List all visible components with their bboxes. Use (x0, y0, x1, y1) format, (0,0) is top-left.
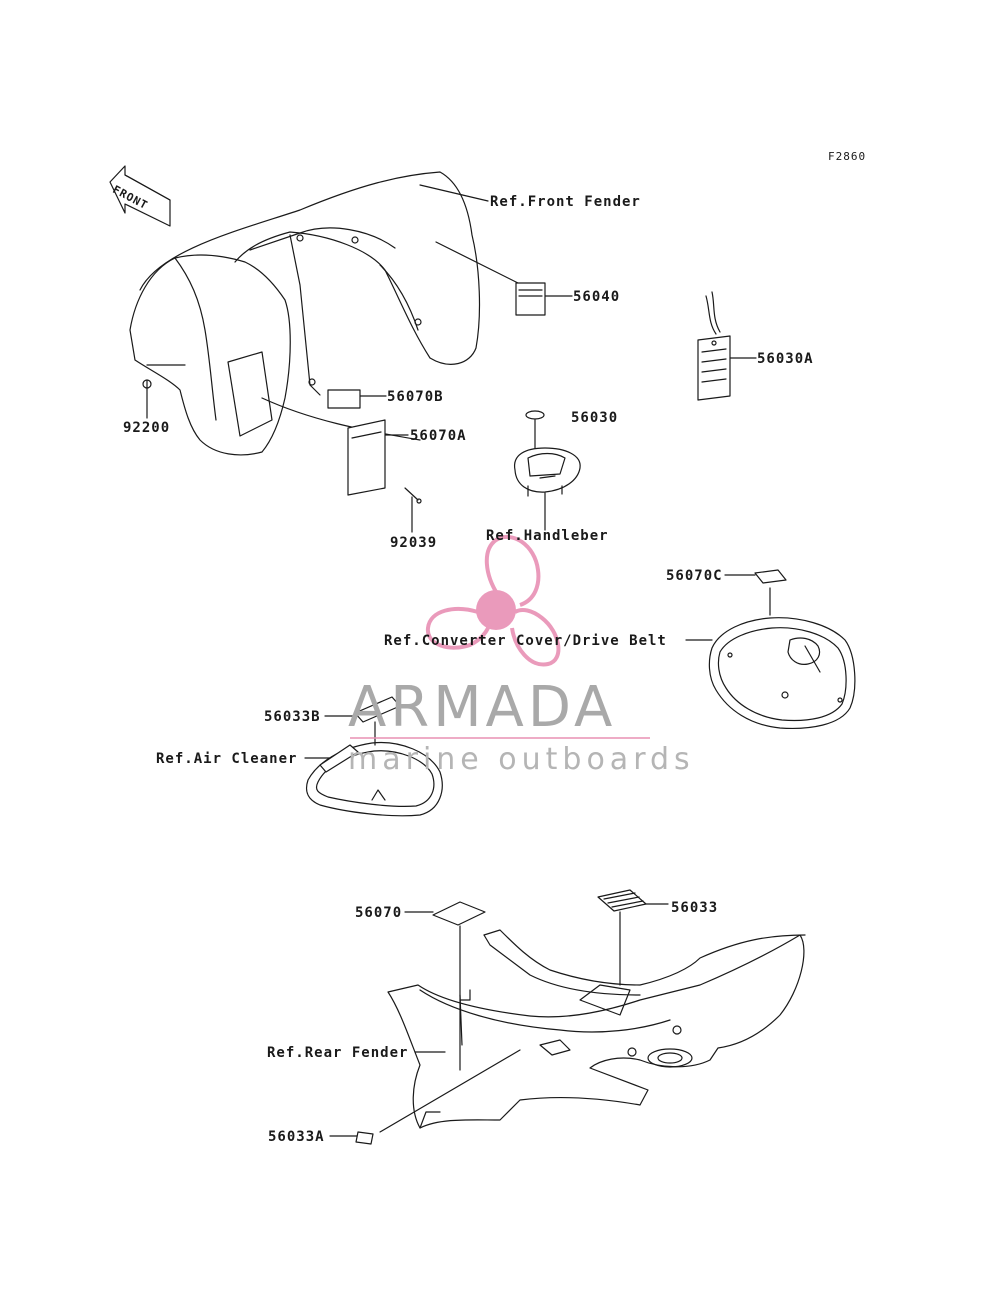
label-56030a: 56030A (757, 351, 814, 367)
label-ref-converter-cover: Ref.Converter Cover/Drive Belt (384, 633, 667, 649)
label-56070b: 56070B (387, 389, 444, 405)
label-92039: 92039 (390, 535, 438, 551)
front-arrow-icon (109, 165, 171, 227)
label-ref-rear-fender: Ref.Rear Fender (267, 1045, 409, 1061)
label-ref-handlebar: Ref.Handleber (486, 528, 609, 544)
label-56070c: 56070C (666, 568, 723, 584)
label-56033b: 56033B (264, 709, 321, 725)
label-56040: 56040 (573, 289, 621, 305)
label-56033: 56033 (671, 900, 719, 916)
label-56070: 56070 (355, 905, 403, 921)
label-ref-air-cleaner: Ref.Air Cleaner (156, 751, 298, 767)
label-56070a: 56070A (410, 428, 467, 444)
watermark-subtitle: marine outboards (348, 742, 695, 777)
label-ref-front-fender: Ref.Front Fender (490, 194, 641, 210)
air-cleaner-drawing (305, 741, 443, 817)
label-56030: 56030 (571, 410, 619, 426)
armada-propeller-logo (425, 534, 561, 667)
label-56033a: 56033A (268, 1129, 325, 1145)
handlebar-cap-drawing (514, 410, 581, 497)
watermark-title: ARMADA (348, 675, 617, 740)
front-fender-drawing (129, 171, 481, 456)
figure-code: F2860 (828, 150, 867, 163)
rear-fender-drawing (387, 929, 806, 1129)
converter-cover-drawing (708, 617, 856, 730)
label-92200: 92200 (123, 420, 171, 436)
tag-56030a-drawing (697, 291, 731, 401)
